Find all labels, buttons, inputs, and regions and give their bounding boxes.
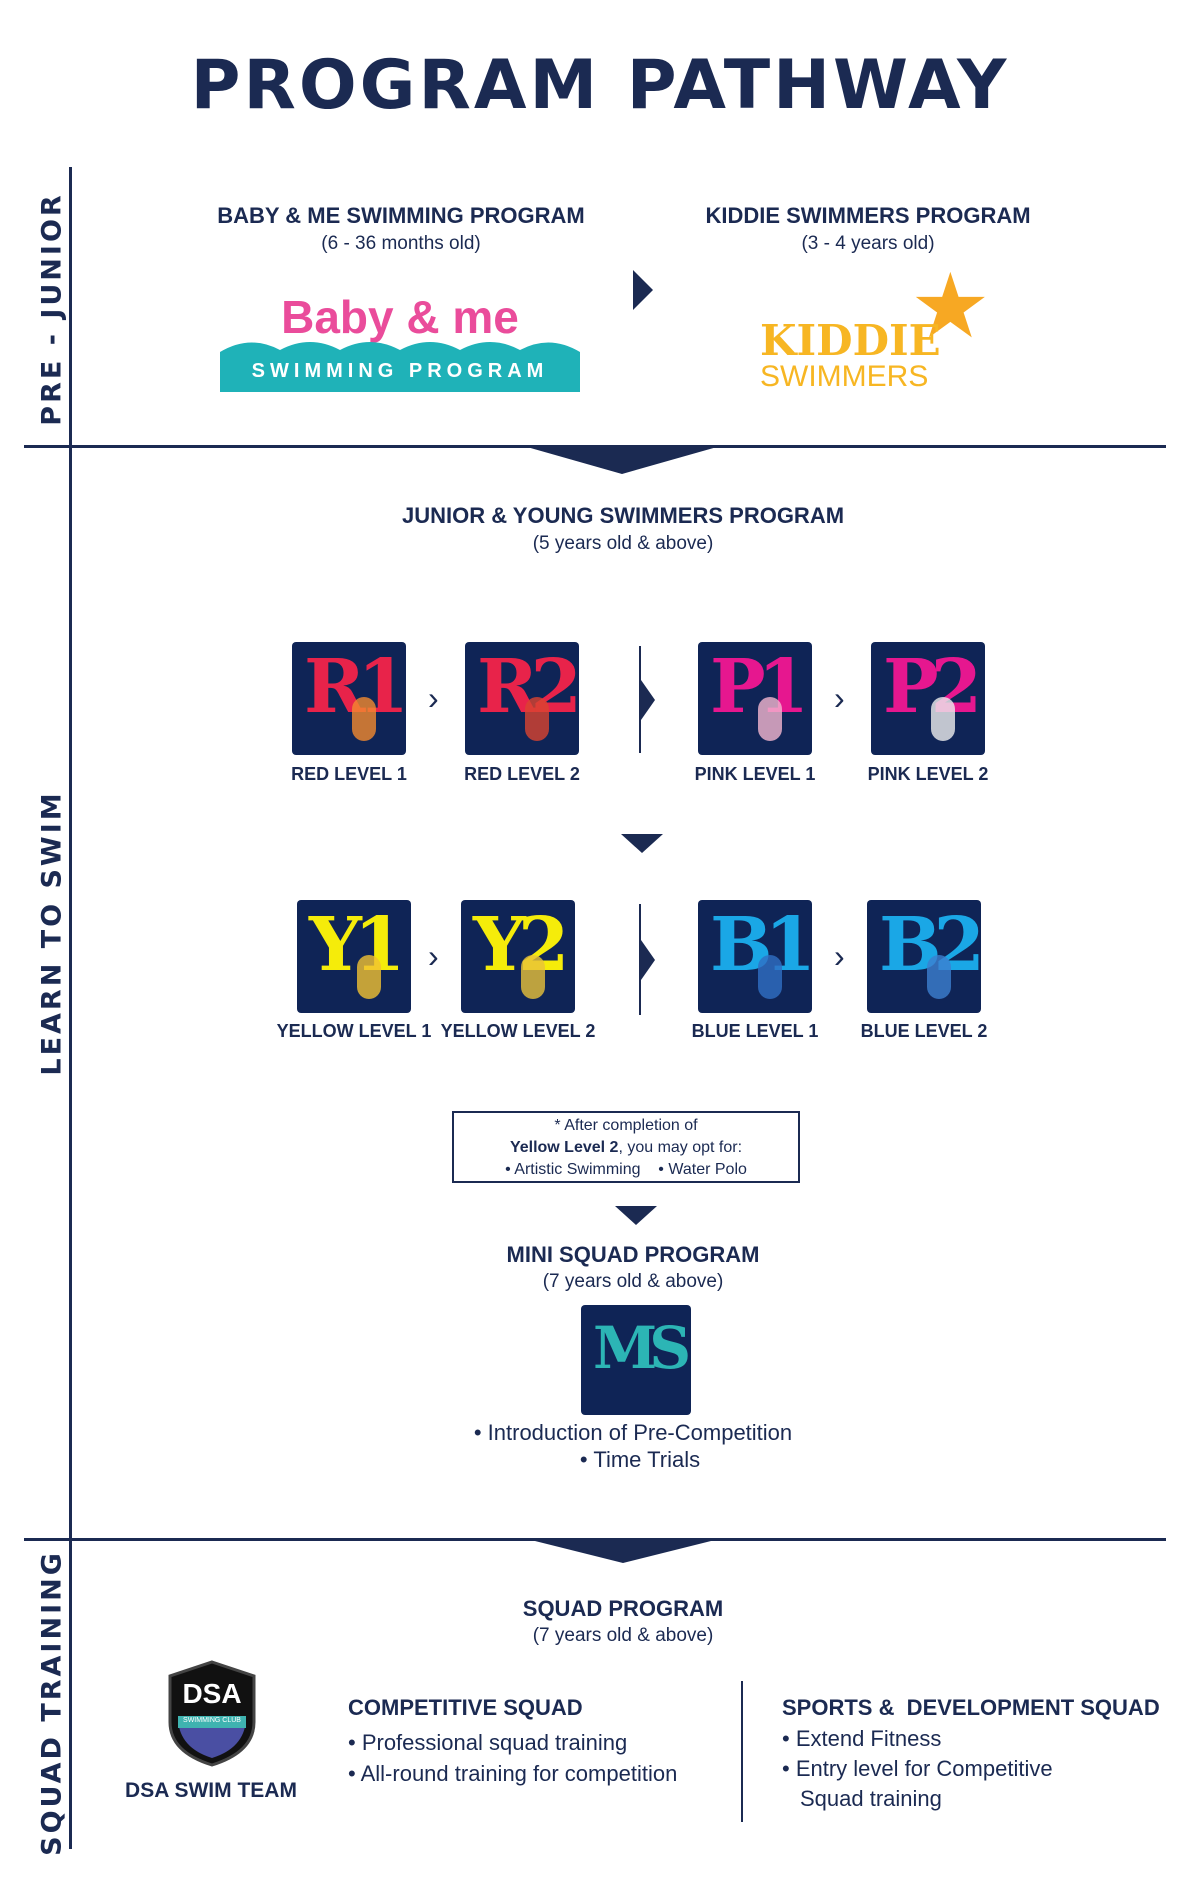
level-badge-p2: P2 bbox=[871, 642, 985, 755]
mini-squad-bullet: • Introduction of Pre-Competition bbox=[473, 1420, 793, 1445]
junior-age: (5 years old & above) bbox=[532, 533, 714, 554]
arrow-right-icon bbox=[633, 270, 653, 310]
arrow-down-icon bbox=[615, 1206, 657, 1225]
row1-separator bbox=[639, 646, 641, 753]
level-label: YELLOW LEVEL 2 bbox=[440, 1021, 596, 1041]
level-label: RED LEVEL 2 bbox=[464, 764, 580, 784]
mini-squad-heading: MINI SQUAD PROGRAM bbox=[506, 1242, 760, 1267]
chevron-right-icon: › bbox=[428, 938, 439, 974]
squad-heading: SQUAD PROGRAM bbox=[522, 1596, 724, 1621]
level-label: BLUE LEVEL 2 bbox=[860, 1021, 988, 1041]
dsa-swim-team-label: DSA SWIM TEAM bbox=[125, 1779, 297, 1802]
arrow-right-icon bbox=[641, 940, 655, 980]
level-label: PINK LEVEL 1 bbox=[694, 764, 816, 784]
squad-age: (7 years old & above) bbox=[532, 1625, 714, 1646]
level-code: P1 bbox=[710, 644, 809, 730]
level-code: P2 bbox=[883, 644, 982, 730]
animal-icon bbox=[521, 955, 545, 999]
row2-separator bbox=[639, 904, 641, 1015]
page-title: PROGRAM PATHWAY bbox=[190, 46, 1010, 125]
animal-icon bbox=[525, 697, 549, 741]
dsa-logo: DSA SWIMMING CLUB bbox=[166, 1660, 258, 1767]
animal-icon bbox=[758, 697, 782, 741]
chevron-right-icon: › bbox=[428, 680, 439, 716]
baby-me-age: (6 - 36 months old) bbox=[321, 233, 481, 254]
level-badge-b2: B2 bbox=[867, 900, 981, 1013]
level-code: Y1 bbox=[309, 902, 405, 988]
divider-pre-junior bbox=[24, 445, 1166, 448]
wave-shape bbox=[220, 342, 580, 392]
level-badge-y1: Y1 bbox=[297, 900, 411, 1013]
mini-squad-logo: MS bbox=[581, 1305, 691, 1415]
level-badge-b1: B1 bbox=[698, 900, 812, 1013]
side-label-squad-training: SQUAD TRAINING bbox=[36, 1550, 68, 1856]
kiddie-age: (3 - 4 years old) bbox=[801, 233, 935, 254]
side-label-pre-junior: PRE - JUNIOR bbox=[36, 192, 68, 426]
squad-column-divider bbox=[741, 1681, 743, 1822]
arrow-right-icon bbox=[641, 680, 655, 720]
chevron-down-divider-2 bbox=[531, 1540, 715, 1563]
animal-icon bbox=[931, 697, 955, 741]
animal-icon bbox=[352, 697, 376, 741]
level-code: Y2 bbox=[473, 902, 569, 988]
animal-icon bbox=[357, 955, 381, 999]
mini-squad-age: (7 years old & above) bbox=[542, 1271, 724, 1292]
level-label: BLUE LEVEL 1 bbox=[691, 1021, 819, 1041]
side-label-learn-to-swim: LEARN TO SWIM bbox=[36, 790, 68, 1076]
level-label: YELLOW LEVEL 1 bbox=[276, 1021, 432, 1041]
yellow-level-2-note: * After completion of Yellow Level 2, yo… bbox=[452, 1111, 800, 1183]
baby-me-heading: BABY & ME SWIMMING PROGRAM bbox=[217, 203, 585, 228]
arrow-down-icon bbox=[621, 834, 663, 853]
chevron-right-icon: › bbox=[834, 680, 845, 716]
divider-squad bbox=[24, 1538, 1166, 1541]
mini-squad-bullet: • Time Trials bbox=[579, 1447, 701, 1472]
left-vertical-line bbox=[69, 167, 72, 1849]
level-badge-r1: R1 bbox=[292, 642, 406, 755]
level-label: RED LEVEL 1 bbox=[291, 764, 407, 784]
kiddie-logo: ★ KIDDIE SWIMMERS bbox=[760, 257, 991, 393]
kiddie-heading: KIDDIE SWIMMERS PROGRAM bbox=[705, 203, 1031, 228]
animal-icon bbox=[758, 955, 782, 999]
baby-me-logo: Baby & me SWIMMING PROGRAM bbox=[220, 290, 580, 392]
starfish-icon: ★ bbox=[910, 257, 991, 357]
chevron-right-icon: › bbox=[834, 938, 845, 974]
level-badge-r2: R2 bbox=[465, 642, 579, 755]
animal-icon bbox=[927, 955, 951, 999]
junior-heading: JUNIOR & YOUNG SWIMMERS PROGRAM bbox=[401, 503, 845, 528]
competitive-squad: COMPETITIVE SQUAD • Professional squad t… bbox=[348, 1695, 678, 1786]
shield-icon bbox=[168, 1660, 256, 1767]
level-badge-p1: P1 bbox=[698, 642, 812, 755]
chevron-down-divider-1 bbox=[527, 447, 717, 474]
level-badge-y2: Y2 bbox=[461, 900, 575, 1013]
sports-development-squad: SPORTS & DEVELOPMENT SQUAD • Extend Fitn… bbox=[782, 1695, 1160, 1811]
level-label: PINK LEVEL 2 bbox=[867, 764, 989, 784]
